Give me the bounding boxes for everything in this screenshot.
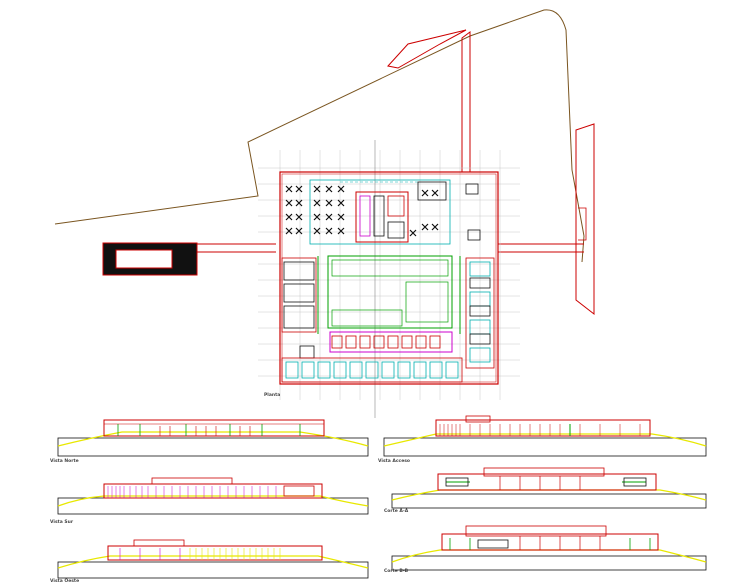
elevation-vista-acceso (383, 415, 707, 457)
cabins-row (281, 357, 463, 383)
view-label-vista-acceso: Vista Acceso (378, 459, 411, 464)
section-corte-aa (391, 467, 707, 509)
site-plan (54, 9, 595, 418)
view-label-vista-oeste: Vista Oeste (50, 579, 80, 584)
terrain-boundary (54, 9, 585, 237)
view-label-vista-sur: Vista Sur (50, 520, 74, 525)
dining-tables (285, 185, 439, 237)
elevation-vista-norte (57, 419, 369, 457)
section-corte-bb (391, 525, 707, 571)
access-road-wing (387, 29, 467, 69)
view-label-corte-bb: Corte B-B (384, 569, 409, 574)
dining-area (309, 179, 451, 245)
elevation-vista-sur (57, 477, 369, 515)
west-pavilion-pool (115, 249, 173, 269)
kitchen-core (355, 191, 409, 243)
west-rooms (283, 261, 315, 329)
east-ramp (575, 123, 595, 316)
east-rooms (465, 257, 495, 369)
main-building (279, 171, 499, 385)
plan-label: Planta (264, 393, 281, 398)
access-road (461, 31, 471, 173)
elevation-vista-oeste (57, 539, 369, 579)
view-label-vista-norte: Vista Norte (50, 459, 79, 464)
view-label-corte-aa: Corte A-A (384, 509, 409, 514)
east-ramp-inner (578, 207, 587, 241)
service-row (329, 331, 453, 353)
central-courtyard (327, 255, 453, 329)
